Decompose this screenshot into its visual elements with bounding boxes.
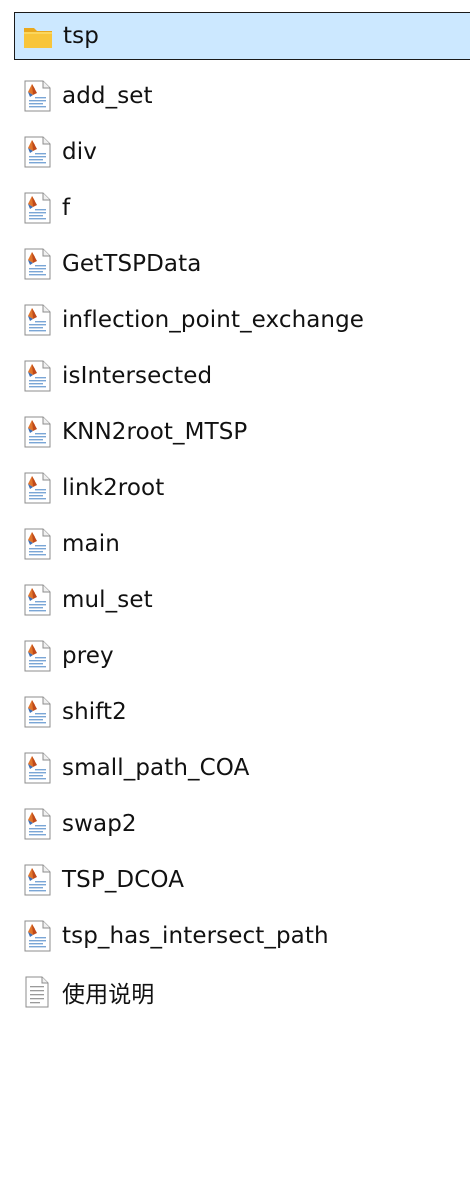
matlab-file-icon bbox=[22, 360, 52, 392]
matlab-file-icon bbox=[22, 248, 52, 280]
file-name-label: small_path_COA bbox=[62, 755, 250, 781]
file-item[interactable]: 使用说明 bbox=[14, 964, 470, 1020]
file-name-label: inflection_point_exchange bbox=[62, 307, 365, 333]
file-name-label: f bbox=[62, 195, 71, 221]
matlab-file-icon bbox=[22, 528, 52, 560]
file-item[interactable]: prey bbox=[14, 628, 470, 684]
file-item[interactable]: tsp bbox=[14, 12, 470, 60]
file-item[interactable]: isIntersected bbox=[14, 348, 470, 404]
file-item[interactable]: mul_set bbox=[14, 572, 470, 628]
file-item[interactable]: swap2 bbox=[14, 796, 470, 852]
file-item[interactable]: main bbox=[14, 516, 470, 572]
file-name-label: 使用说明 bbox=[62, 982, 155, 1008]
file-name-label: prey bbox=[62, 643, 114, 669]
file-name-label: link2root bbox=[62, 475, 165, 501]
file-item[interactable]: tsp_has_intersect_path bbox=[14, 908, 470, 964]
file-item[interactable]: div bbox=[14, 124, 470, 180]
matlab-file-icon bbox=[22, 192, 52, 224]
matlab-file-icon bbox=[22, 80, 52, 112]
file-name-label: div bbox=[62, 139, 97, 165]
file-item[interactable]: f bbox=[14, 180, 470, 236]
matlab-file-icon bbox=[22, 304, 52, 336]
file-list: tsp add_set div f bbox=[0, 12, 470, 1020]
matlab-file-icon bbox=[22, 808, 52, 840]
file-name-label: add_set bbox=[62, 83, 153, 109]
file-item[interactable]: inflection_point_exchange bbox=[14, 292, 470, 348]
file-item[interactable]: TSP_DCOA bbox=[14, 852, 470, 908]
file-item[interactable]: add_set bbox=[14, 68, 470, 124]
matlab-file-icon bbox=[22, 136, 52, 168]
file-name-label: swap2 bbox=[62, 811, 137, 837]
matlab-file-icon bbox=[22, 864, 52, 896]
file-name-label: tsp_has_intersect_path bbox=[62, 923, 329, 949]
file-name-label: isIntersected bbox=[62, 363, 213, 389]
file-name-label: mul_set bbox=[62, 587, 153, 613]
file-name-label: main bbox=[62, 531, 120, 557]
file-item[interactable]: small_path_COA bbox=[14, 740, 470, 796]
file-name-label: shift2 bbox=[62, 699, 127, 725]
matlab-file-icon bbox=[22, 584, 52, 616]
matlab-file-icon bbox=[22, 752, 52, 784]
matlab-file-icon bbox=[22, 696, 52, 728]
file-item[interactable]: GetTSPData bbox=[14, 236, 470, 292]
matlab-file-icon bbox=[22, 640, 52, 672]
file-item[interactable]: shift2 bbox=[14, 684, 470, 740]
file-name-label: tsp bbox=[63, 23, 99, 49]
file-name-label: KNN2root_MTSP bbox=[62, 419, 248, 445]
file-name-label: GetTSPData bbox=[62, 251, 202, 277]
folder-icon bbox=[23, 20, 53, 52]
text-file-icon bbox=[22, 976, 52, 1008]
matlab-file-icon bbox=[22, 472, 52, 504]
file-item[interactable]: link2root bbox=[14, 460, 470, 516]
matlab-file-icon bbox=[22, 416, 52, 448]
file-name-label: TSP_DCOA bbox=[62, 867, 185, 893]
file-item[interactable]: KNN2root_MTSP bbox=[14, 404, 470, 460]
matlab-file-icon bbox=[22, 920, 52, 952]
